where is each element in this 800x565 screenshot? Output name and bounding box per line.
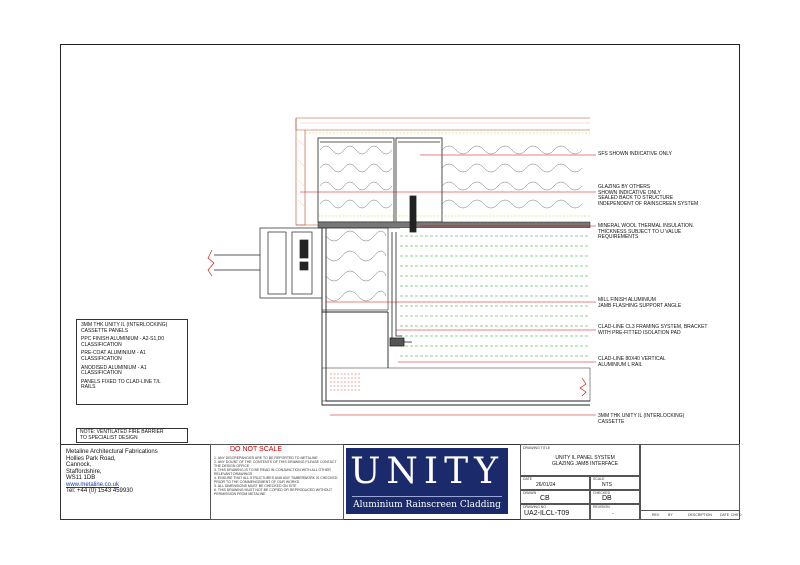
revision-header-row — [640, 510, 740, 520]
company-website-link[interactable]: www.metaline.co.uk — [66, 481, 120, 488]
rev-header-checked: CHK'D — [731, 513, 742, 517]
framing-bracket — [389, 195, 417, 347]
legend-item: ANODISED ALUMINIUM - A1 CLASSIFICATION — [81, 364, 147, 377]
structure-hatch — [297, 122, 590, 207]
rev-header-date: DATE — [720, 513, 730, 517]
checked-value: DB — [602, 495, 612, 502]
sfs-insulation — [319, 145, 583, 209]
date-label: DATE — [523, 477, 533, 481]
mineral-wool-layer — [400, 228, 590, 368]
logo-divider — [352, 496, 502, 497]
legend-item: 3MM THK UNITY IL (INTERLOCKING) CASSETTE… — [81, 322, 168, 334]
revision-table — [640, 444, 740, 520]
revision-label: REVISION — [593, 505, 610, 509]
logo-tagline: Aluminium Rainscreen Cladding — [353, 500, 501, 510]
annotation-jamb-angle: MILL FINISH ALUMINIUM JAMB FLASHING SUPP… — [598, 297, 682, 309]
annotation-sfs: SFS SHOWN INDICATIVE ONLY — [598, 151, 672, 157]
drawing-number: UA2-ILCL-T09 — [524, 510, 570, 517]
cassette-hatch — [330, 373, 360, 391]
do-not-scale-panel — [210, 444, 344, 520]
drawing-number-cell — [520, 504, 590, 520]
rev-header-by: BY — [668, 513, 673, 517]
leader-lines — [300, 154, 596, 416]
revision-value: - — [612, 511, 614, 517]
annotation-glazing: GLAZING BY OTHERS SHOWN INDICATIVE ONLY … — [598, 184, 699, 207]
legend-item: PPC FINISH ALUMINIUM - A2-S1,D0 CLASSIFI… — [81, 336, 165, 348]
checked-label: CHECKED — [593, 491, 611, 495]
rev-header-rev: REV — [652, 513, 660, 517]
sfs-frame — [317, 137, 443, 223]
drawing-number-label: DRAWING NO. — [523, 505, 547, 509]
checked-cell — [590, 490, 640, 504]
drawn-value: CB — [540, 495, 550, 502]
logo-wordmark: UNITY — [350, 451, 504, 492]
material-legend: 3MM THK UNITY IL (INTERLOCKING) CASSETTE… — [76, 319, 188, 405]
structure-outline — [295, 117, 590, 226]
yellow-dashed-lines — [305, 132, 590, 217]
fire-barrier-note: NOTE: VENTILATED FIRE BARRIER TO SPECIAL… — [76, 428, 188, 443]
break-lines — [207, 249, 587, 397]
legend-item: PRE-COAT ALUMINIUM - A1 CLASSIFICATION — [81, 350, 146, 362]
company-details: Metaline Architectural Fabrications Holl… — [66, 449, 158, 494]
drawing-title: UNITY IL PANEL SYSTEM GLAZING JAMB INTER… — [552, 455, 619, 467]
annotation-framing: CLAD-LINE CL3 FRAMING SYSTEM, BRACKET WI… — [598, 324, 708, 336]
scale-label: SCALE — [593, 477, 605, 481]
rev-header-description: DESCRIPTION — [688, 513, 712, 517]
scale-value: NTS — [602, 482, 612, 488]
drawing-title-cell — [520, 444, 640, 476]
annotation-mineral-wool: MINERAL WOOL THERMAL INSULATION. THICKNE… — [598, 223, 694, 241]
date-cell — [520, 476, 590, 490]
do-not-scale-heading: DO NOT SCALE — [230, 446, 282, 453]
scale-cell — [590, 476, 640, 490]
date-value: 26/01/24 — [536, 482, 556, 488]
window-frame — [214, 227, 323, 299]
sheathing-board — [317, 221, 591, 229]
do-not-scale-notes: 1. ANY DISCREPANCIES ARE TO BE REPORTED … — [214, 456, 338, 496]
drawn-label: DRAWN — [523, 491, 537, 495]
drawn-cell — [520, 490, 590, 504]
jamb-insulation — [321, 227, 389, 311]
legend-item: PANELS FIXED TO CLAD-LINE T/L RAILS — [81, 378, 161, 391]
annotation-cassette: 3MM THK UNITY IL (INTERLOCKING) CASSETTE — [598, 413, 685, 425]
revision-cell — [590, 504, 640, 520]
unity-logo: UNITY Aluminium Rainscreen Cladding — [346, 448, 508, 514]
drawing-title-label: DRAWING TITLE — [523, 446, 551, 450]
annotation-vertical-rail: CLAD-LINE 80X40 VERTICAL ALUMINIUM L RAI… — [598, 356, 666, 368]
